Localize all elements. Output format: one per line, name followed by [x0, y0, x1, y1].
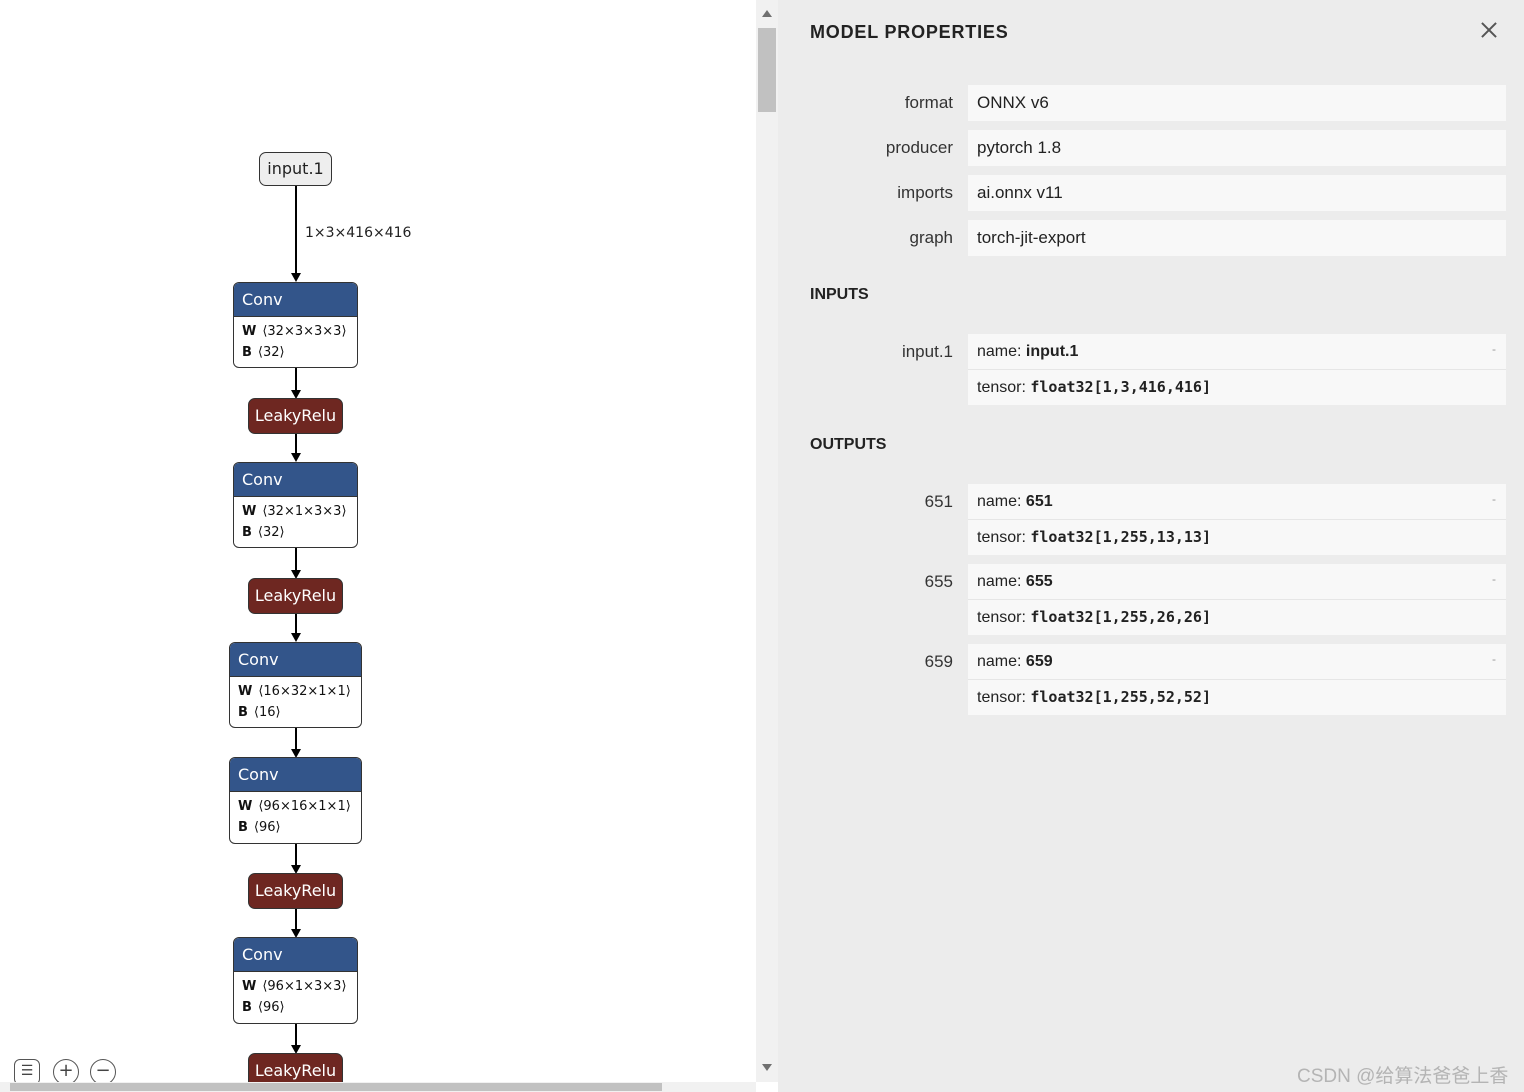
- bias-attribute: B⟨16⟩: [238, 705, 281, 720]
- conv-node[interactable]: Conv W⟨32×1×3×3⟩ B⟨32⟩: [233, 462, 358, 548]
- outputs-section-title: OUTPUTS: [810, 436, 887, 453]
- zoom-out-icon[interactable]: −: [90, 1059, 116, 1082]
- edge-shape-label: 1×3×416×416: [305, 225, 412, 241]
- vertical-scrollbar[interactable]: [756, 0, 778, 1082]
- argument-name: name: 659: [977, 653, 1053, 670]
- argument-tensor: tensor: float32[1,3,416,416]: [968, 369, 1506, 404]
- property-label: format: [904, 93, 953, 112]
- inputs-section-title: INPUTS: [810, 286, 869, 303]
- weight-attribute: W⟨96×1×3×3⟩: [242, 979, 347, 994]
- edge-arrow: [291, 390, 301, 399]
- conv-node-title: Conv: [234, 283, 357, 317]
- property-value: ai.onnx v11: [968, 175, 1506, 211]
- bias-attribute: B⟨32⟩: [242, 525, 285, 540]
- leakyrelu-node[interactable]: LeakyRelu: [248, 873, 343, 909]
- conv-node-title: Conv: [230, 758, 361, 792]
- leakyrelu-node-label: LeakyRelu: [254, 586, 337, 605]
- argument-tensor: tensor: float32[1,255,52,52]: [968, 679, 1506, 714]
- list-icon[interactable]: ☰: [14, 1059, 40, 1082]
- argument-tensor: tensor: float32[1,255,26,26]: [968, 599, 1506, 634]
- bias-attribute: B⟨96⟩: [238, 820, 281, 835]
- edge-arrow: [291, 570, 301, 579]
- edge: [295, 186, 297, 274]
- property-label: imports: [897, 183, 953, 202]
- model-properties-panel: MODEL PROPERTIES format ONNX v6 producer…: [778, 0, 1524, 1092]
- output-label: 655: [924, 572, 953, 591]
- graph-canvas[interactable]: input.1 1×3×416×416 Conv W⟨32×3×3×3⟩ B⟨3…: [0, 0, 756, 1082]
- edge: [295, 1024, 297, 1046]
- bias-attribute: B⟨32⟩: [242, 345, 285, 360]
- input-node-label: input.1: [267, 159, 324, 178]
- output-argument[interactable]: name: 659 tensor: float32[1,255,52,52] -: [968, 644, 1506, 715]
- leakyrelu-node[interactable]: LeakyRelu: [248, 398, 343, 434]
- edge-arrow: [291, 749, 301, 758]
- property-value: torch-jit-export: [968, 220, 1506, 256]
- edge: [295, 614, 297, 634]
- property-label: producer: [885, 138, 953, 157]
- panel-title: MODEL PROPERTIES: [810, 22, 1009, 42]
- conv-node-title: Conv: [234, 463, 357, 497]
- scroll-down-arrow-icon[interactable]: [762, 1064, 772, 1071]
- leakyrelu-node-label: LeakyRelu: [254, 881, 337, 900]
- conv-node-title: Conv: [234, 938, 357, 972]
- edge: [295, 368, 297, 392]
- weight-attribute: W⟨96×16×1×1⟩: [238, 799, 351, 814]
- input-label: input.1: [901, 342, 953, 361]
- conv-node[interactable]: Conv W⟨16×32×1×1⟩ B⟨16⟩: [229, 642, 362, 728]
- weight-attribute: W⟨16×32×1×1⟩: [238, 684, 351, 699]
- expand-toggle[interactable]: -: [1492, 342, 1496, 356]
- output-argument[interactable]: name: 651 tensor: float32[1,255,13,13] -: [968, 484, 1506, 555]
- conv-node[interactable]: Conv W⟨96×16×1×1⟩ B⟨96⟩: [229, 757, 362, 844]
- argument-tensor: tensor: float32[1,255,13,13]: [968, 519, 1506, 554]
- edge: [295, 728, 297, 750]
- output-label: 659: [924, 652, 953, 671]
- property-label: graph: [909, 228, 953, 247]
- edge-arrow: [291, 273, 301, 282]
- edge: [295, 548, 297, 572]
- scrollbar-thumb[interactable]: [758, 28, 776, 112]
- expand-toggle[interactable]: -: [1492, 652, 1496, 666]
- output-label: 651: [924, 492, 953, 511]
- edge: [295, 434, 297, 454]
- leakyrelu-node-label: LeakyRelu: [254, 1061, 337, 1080]
- edge-arrow: [291, 865, 301, 874]
- bias-attribute: B⟨96⟩: [242, 1000, 285, 1015]
- edge-arrow: [291, 929, 301, 938]
- horizontal-scrollbar[interactable]: [0, 1082, 756, 1092]
- leakyrelu-node[interactable]: LeakyRelu: [248, 578, 343, 614]
- argument-name: name: 655: [977, 573, 1053, 590]
- watermark: CSDN @给算法爸爸上香: [1297, 1066, 1509, 1087]
- scrollbar-thumb[interactable]: [10, 1083, 662, 1091]
- output-argument[interactable]: name: 655 tensor: float32[1,255,26,26] -: [968, 564, 1506, 635]
- property-value: ONNX v6: [968, 85, 1506, 121]
- conv-node[interactable]: Conv W⟨96×1×3×3⟩ B⟨96⟩: [233, 937, 358, 1024]
- input-node[interactable]: input.1: [259, 152, 332, 186]
- leakyrelu-node[interactable]: LeakyRelu: [248, 1053, 343, 1082]
- scroll-up-arrow-icon[interactable]: [762, 10, 772, 17]
- zoom-in-icon[interactable]: +: [53, 1059, 79, 1082]
- property-value: pytorch 1.8: [968, 130, 1506, 166]
- close-icon[interactable]: [1477, 18, 1501, 42]
- input-argument[interactable]: name: input.1 tensor: float32[1,3,416,41…: [968, 334, 1506, 405]
- edge: [295, 844, 297, 866]
- weight-attribute: W⟨32×1×3×3⟩: [242, 504, 347, 519]
- conv-node-title: Conv: [230, 643, 361, 677]
- argument-name: name: 651: [977, 493, 1053, 510]
- conv-node[interactable]: Conv W⟨32×3×3×3⟩ B⟨32⟩: [233, 282, 358, 368]
- leakyrelu-node-label: LeakyRelu: [254, 406, 337, 425]
- expand-toggle[interactable]: -: [1492, 492, 1496, 506]
- edge-arrow: [291, 1045, 301, 1054]
- edge-arrow: [291, 453, 301, 462]
- weight-attribute: W⟨32×3×3×3⟩: [242, 324, 347, 339]
- argument-name: name: input.1: [977, 343, 1079, 360]
- edge: [295, 909, 297, 930]
- edge-arrow: [291, 633, 301, 642]
- expand-toggle[interactable]: -: [1492, 572, 1496, 586]
